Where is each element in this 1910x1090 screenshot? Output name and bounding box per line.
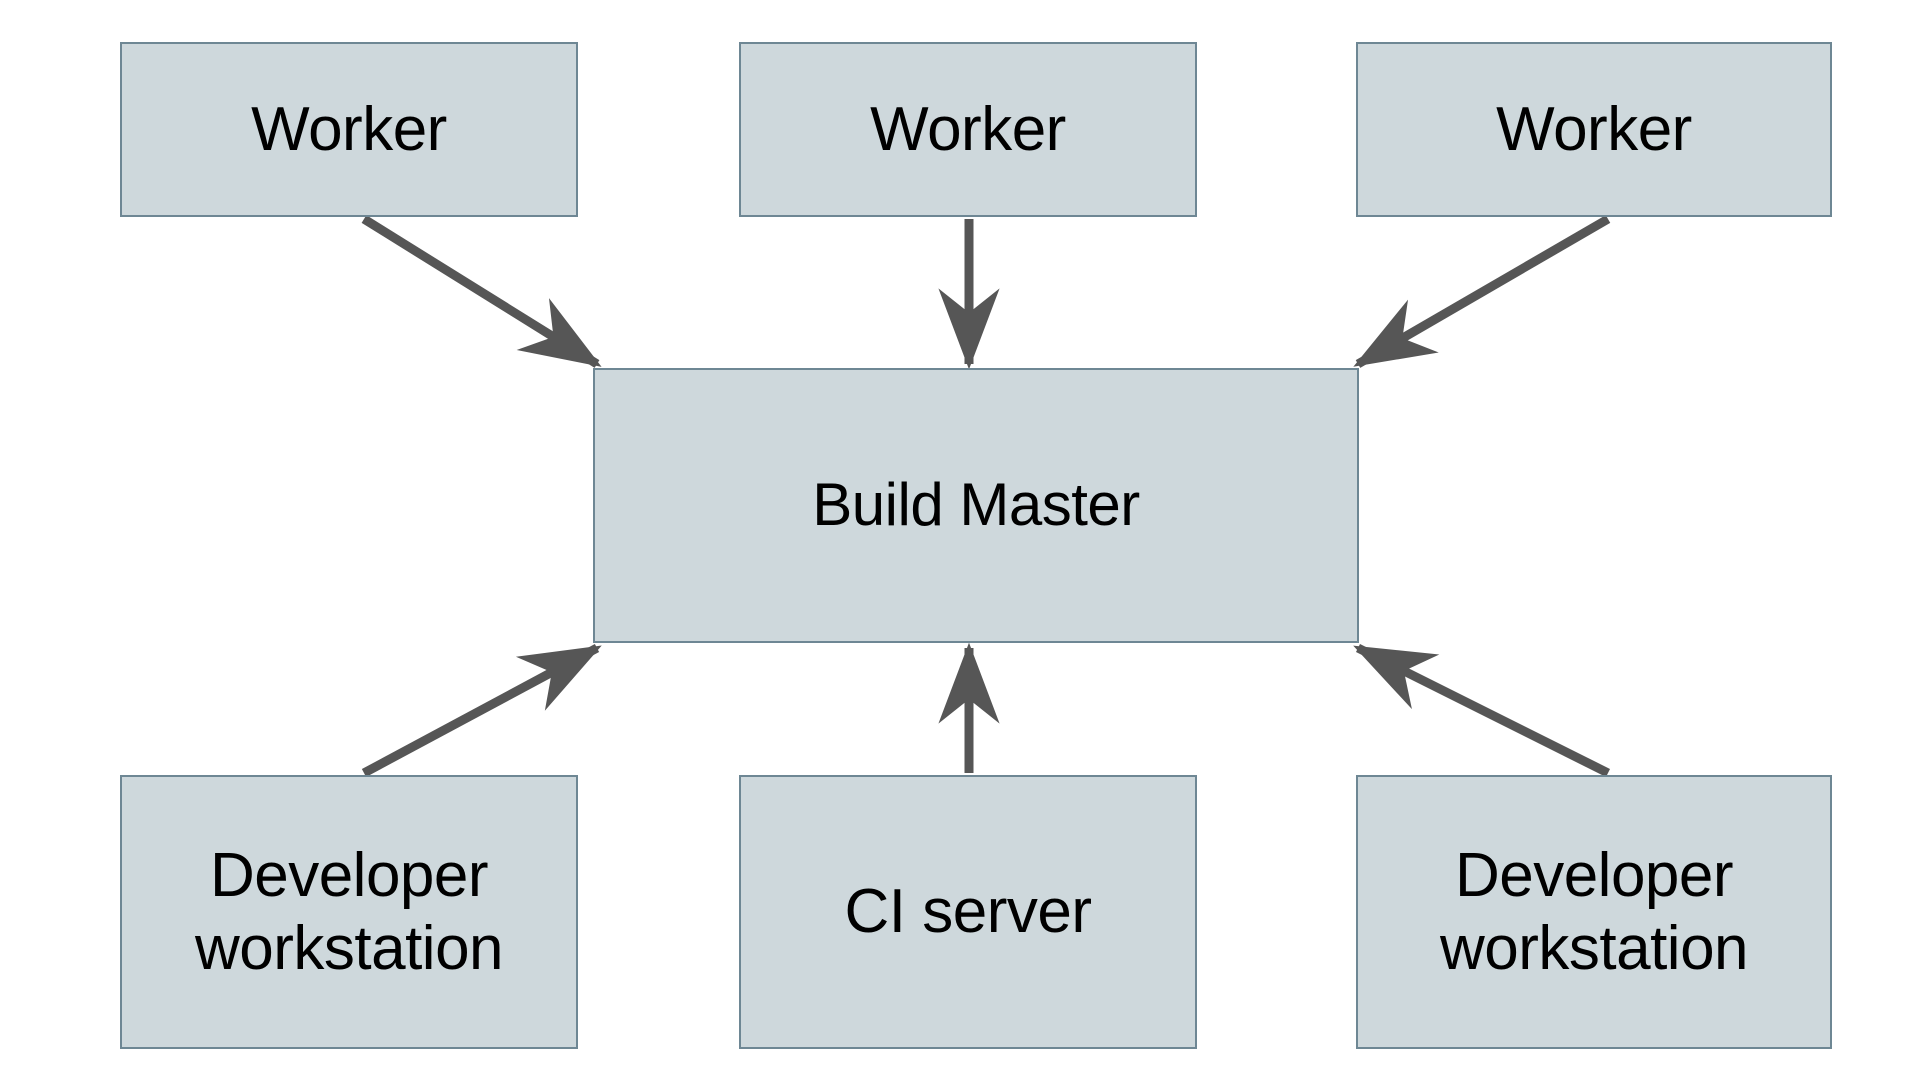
edge-worker-top-left-to-build-master xyxy=(361,215,602,368)
node-build-master[interactable]: Build Master xyxy=(593,368,1359,643)
node-label-dev-workstation-right: Developer workstation xyxy=(1439,840,1749,983)
node-label-dev-workstation-left: Developer workstation xyxy=(194,840,504,983)
node-label-ci-server: CI server xyxy=(844,877,1092,947)
node-worker-top-mid[interactable]: Worker xyxy=(739,42,1197,217)
edge-worker-top-right-to-build-master xyxy=(1353,215,1611,368)
node-label-worker-top-right: Worker xyxy=(1496,94,1692,164)
node-ci-server[interactable]: CI server xyxy=(739,775,1197,1049)
node-label-worker-top-left: Worker xyxy=(251,94,447,164)
node-label-worker-top-mid: Worker xyxy=(870,94,1066,164)
node-dev-workstation-right[interactable]: Developer workstation xyxy=(1356,775,1832,1049)
node-label-build-master: Build Master xyxy=(812,471,1140,539)
node-dev-workstation-left[interactable]: Developer workstation xyxy=(120,775,578,1049)
node-worker-top-right[interactable]: Worker xyxy=(1356,42,1832,217)
edge-dev-workstation-left-to-build-master xyxy=(361,644,602,777)
node-worker-top-left[interactable]: Worker xyxy=(120,42,578,217)
edge-dev-workstation-right-to-build-master xyxy=(1353,643,1611,778)
